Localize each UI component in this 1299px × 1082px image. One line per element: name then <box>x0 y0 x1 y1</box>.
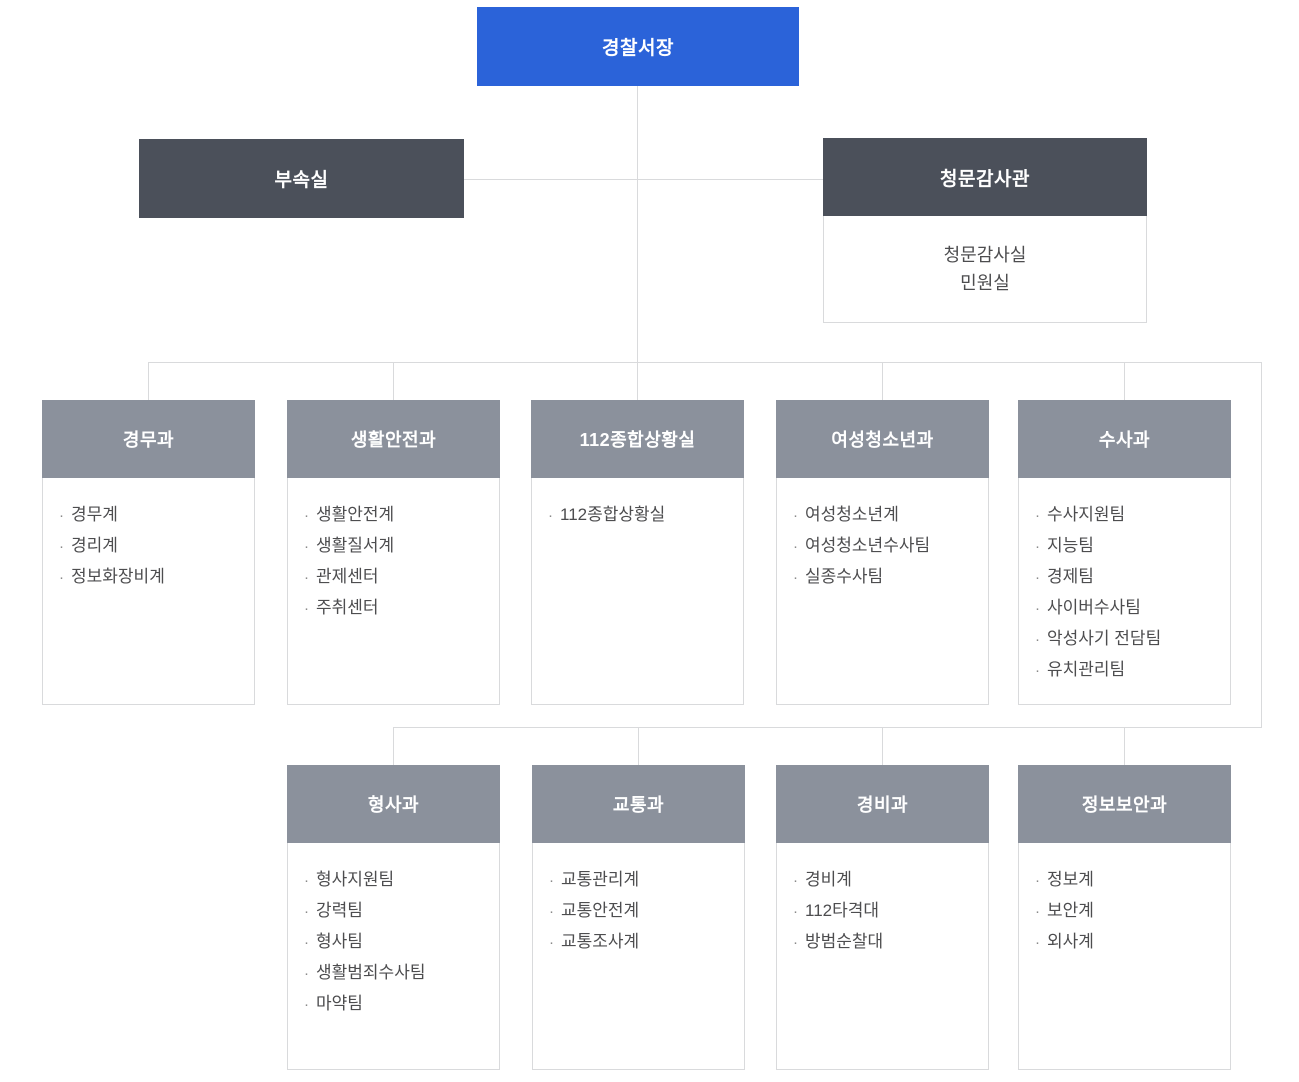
dept-112-situation-room: 112종합상황실 112종합상황실 <box>531 400 744 705</box>
node-annex-office-label: 부속실 <box>274 170 329 191</box>
sub-unit: 형사지원팀 <box>304 865 489 896</box>
sub-unit: 방범순찰대 <box>793 927 978 958</box>
dept-title-label: 112종합상황실 <box>579 430 696 450</box>
dept-title-label: 형사과 <box>367 795 420 815</box>
dept-112-situation-room-units: 112종합상황실 <box>531 478 744 705</box>
sub-unit: 정보화장비계 <box>59 562 244 593</box>
node-audit-inspector: 청문감사관 <box>823 138 1147 216</box>
sub-unit: 경무계 <box>59 500 244 531</box>
sub-unit: 형사팀 <box>304 927 489 958</box>
sub-unit: 생활범죄수사팀 <box>304 958 489 989</box>
dept-general-affairs-units: 경무계 경리계 정보화장비계 <box>42 478 255 705</box>
sub-unit: 마약팀 <box>304 989 489 1020</box>
dept-criminal-affairs-title: 형사과 <box>287 765 500 843</box>
dept-investigation: 수사과 수사지원팀 지능팀 경제팀 사이버수사팀 악성사기 전담팀 유치관리팀 <box>1018 400 1231 705</box>
dept-security-guard-units: 경비계 112타격대 방범순찰대 <box>776 843 989 1070</box>
dept-intelligence-security: 정보보안과 정보계 보안계 외사계 <box>1018 765 1231 1070</box>
sub-unit: 청문감사실 <box>943 245 1027 265</box>
sub-unit: 여성청소년수사팀 <box>793 531 978 562</box>
dept-title-label: 교통과 <box>612 795 665 815</box>
dept-intelligence-security-units: 정보계 보안계 외사계 <box>1018 843 1231 1070</box>
connector-row2-rail <box>393 727 1262 728</box>
node-police-chief-label: 경찰서장 <box>602 38 674 59</box>
connector-row2-stub-2 <box>638 727 639 765</box>
sub-unit: 교통안전계 <box>549 896 734 927</box>
sub-unit: 경비계 <box>793 865 978 896</box>
dept-traffic-units: 교통관리계 교통안전계 교통조사계 <box>532 843 745 1070</box>
connector-right-drop <box>1261 362 1262 727</box>
node-audit-inspector-units: 청문감사실 민원실 <box>823 216 1147 323</box>
dept-investigation-units: 수사지원팀 지능팀 경제팀 사이버수사팀 악성사기 전담팀 유치관리팀 <box>1018 478 1231 705</box>
sub-unit: 강력팀 <box>304 896 489 927</box>
sub-unit: 지능팀 <box>1035 531 1220 562</box>
connector-row2-stub-1 <box>393 727 394 765</box>
connector-row1-stub-3 <box>637 362 638 400</box>
connector-row1-stub-2 <box>393 362 394 400</box>
dept-life-safety: 생활안전과 생활안전계 생활질서계 관제센터 주취센터 <box>287 400 500 705</box>
connector-row1-stub-4 <box>882 362 883 400</box>
sub-unit: 정보계 <box>1035 865 1220 896</box>
connector-row1-stub-1 <box>148 362 149 400</box>
connector-row2-stub-3 <box>882 727 883 765</box>
dept-security-guard-title: 경비과 <box>776 765 989 843</box>
sub-unit: 민원실 <box>960 273 1010 293</box>
connector-row1-rail <box>148 362 1262 363</box>
sub-unit: 관제센터 <box>304 562 489 593</box>
node-audit-inspector-label: 청문감사관 <box>940 168 1030 190</box>
sub-unit: 사이버수사팀 <box>1035 593 1220 624</box>
sub-unit: 112타격대 <box>793 896 978 927</box>
dept-criminal-affairs: 형사과 형사지원팀 강력팀 형사팀 생활범죄수사팀 마약팀 <box>287 765 500 1070</box>
dept-life-safety-units: 생활안전계 생활질서계 관제센터 주취센터 <box>287 478 500 705</box>
sub-unit: 경리계 <box>59 531 244 562</box>
dept-title-label: 여성청소년과 <box>831 430 934 450</box>
dept-title-label: 경무과 <box>122 430 175 450</box>
sub-unit: 보안계 <box>1035 896 1220 927</box>
node-annex-office: 부속실 <box>139 139 464 218</box>
sub-unit: 악성사기 전담팀 <box>1035 624 1220 655</box>
sub-unit: 생활질서계 <box>304 531 489 562</box>
sub-unit: 교통관리계 <box>549 865 734 896</box>
connector-row2-stub-4 <box>1124 727 1125 765</box>
dept-security-guard: 경비과 경비계 112타격대 방범순찰대 <box>776 765 989 1070</box>
sub-unit: 유치관리팀 <box>1035 655 1220 686</box>
dept-title-label: 정보보안과 <box>1081 795 1168 815</box>
dept-traffic: 교통과 교통관리계 교통안전계 교통조사계 <box>532 765 745 1070</box>
dept-title-label: 경비과 <box>856 795 909 815</box>
dept-title-label: 생활안전과 <box>350 430 437 450</box>
dept-general-affairs: 경무과 경무계 경리계 정보화장비계 <box>42 400 255 705</box>
sub-unit: 여성청소년계 <box>793 500 978 531</box>
dept-title-label: 수사과 <box>1098 430 1151 450</box>
sub-unit: 생활안전계 <box>304 500 489 531</box>
dept-general-affairs-title: 경무과 <box>42 400 255 478</box>
sub-unit: 주취센터 <box>304 593 489 624</box>
sub-unit: 실종수사팀 <box>793 562 978 593</box>
sub-unit: 외사계 <box>1035 927 1220 958</box>
dept-women-youth: 여성청소년과 여성청소년계 여성청소년수사팀 실종수사팀 <box>776 400 989 705</box>
dept-life-safety-title: 생활안전과 <box>287 400 500 478</box>
connector-staff-horizontal <box>464 179 823 180</box>
dept-criminal-affairs-units: 형사지원팀 강력팀 형사팀 생활범죄수사팀 마약팀 <box>287 843 500 1070</box>
dept-women-youth-units: 여성청소년계 여성청소년수사팀 실종수사팀 <box>776 478 989 705</box>
node-police-chief: 경찰서장 <box>477 7 799 86</box>
sub-unit: 경제팀 <box>1035 562 1220 593</box>
sub-unit: 교통조사계 <box>549 927 734 958</box>
sub-unit: 수사지원팀 <box>1035 500 1220 531</box>
dept-traffic-title: 교통과 <box>532 765 745 843</box>
dept-women-youth-title: 여성청소년과 <box>776 400 989 478</box>
dept-investigation-title: 수사과 <box>1018 400 1231 478</box>
dept-112-situation-room-title: 112종합상황실 <box>531 400 744 478</box>
connector-root-vertical <box>637 86 638 362</box>
sub-unit: 112종합상황실 <box>548 500 733 531</box>
dept-intelligence-security-title: 정보보안과 <box>1018 765 1231 843</box>
connector-row1-stub-5 <box>1124 362 1125 400</box>
